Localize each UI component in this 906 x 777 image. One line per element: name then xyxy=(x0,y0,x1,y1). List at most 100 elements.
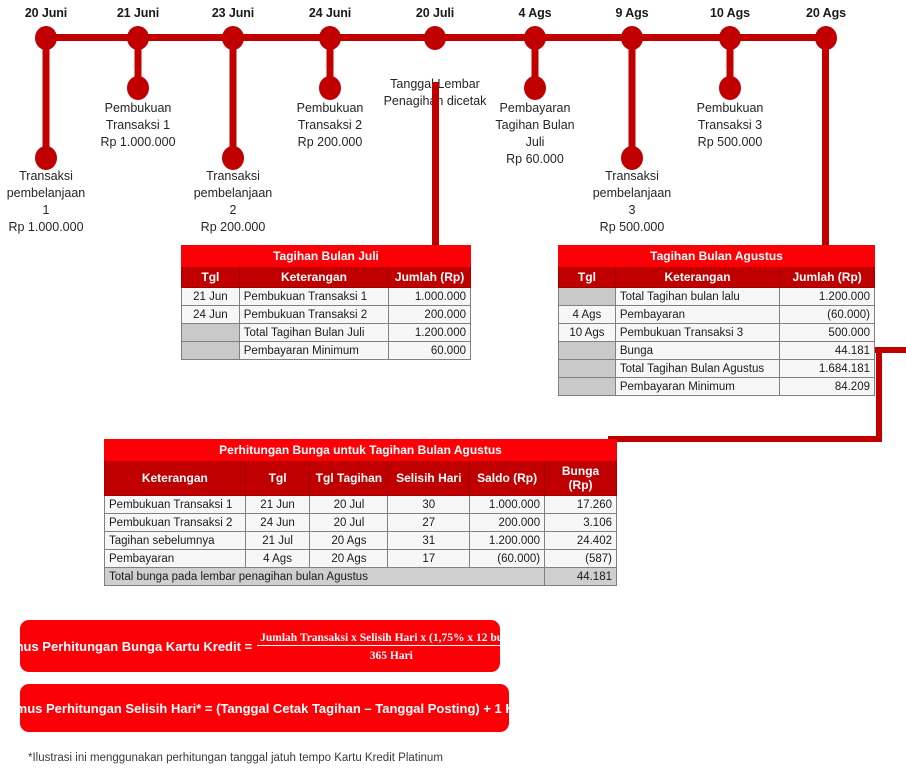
cell-tgl: 24 Jun xyxy=(244,513,311,532)
cell-selisih-hari: 17 xyxy=(387,549,471,568)
cell-saldo: 200.000 xyxy=(469,513,546,532)
timeline-stem xyxy=(134,40,142,90)
cell-keterangan: Total Tagihan bulan lalu xyxy=(614,287,781,306)
cell-keterangan: Pembukuan Transaksi 1 xyxy=(104,495,246,514)
col-header-keterangan: Keterangan xyxy=(104,460,246,496)
cell-selisih-hari: 30 xyxy=(387,495,471,514)
cell-keterangan: Total Tagihan Bulan Juli xyxy=(238,323,390,342)
cell-saldo: 1.200.000 xyxy=(469,531,546,550)
col-header-tgl-tagihan: Tgl Tagihan xyxy=(309,460,389,496)
timeline-dot xyxy=(524,26,546,50)
footnote: *Ilustrasi ini menggunakan perhitungan t… xyxy=(28,752,443,764)
cell-jumlah: 84.209 xyxy=(779,377,875,396)
timeline-stem xyxy=(229,40,237,160)
timeline-end-dot xyxy=(719,76,741,100)
col-header-bunga: Bunga (Rp) xyxy=(544,460,617,496)
table-tagihan-juli: Tagihan Bulan Juli Tgl Keterangan Jumlah… xyxy=(181,245,471,360)
cell-jumlah: 1.200.000 xyxy=(388,323,471,342)
timeline-end-dot xyxy=(621,146,643,170)
col-header-jumlah: Jumlah (Rp) xyxy=(388,266,471,288)
connector-bunga-vertical xyxy=(876,347,882,442)
formula-box-selisih-hari: Rumus Perhitungan Selisih Hari* = (Tangg… xyxy=(0,684,531,732)
table-total-row: Total bunga pada lembar penagihan bulan … xyxy=(103,567,617,586)
cell-tgl-tagihan: 20 Jul xyxy=(309,513,389,532)
timeline-date-label: 4 Ags xyxy=(518,6,552,20)
cell-jumlah: 60.000 xyxy=(388,341,471,360)
cell-tgl xyxy=(558,287,616,306)
formula-bunga-numerator: Jumlah Transaksi x Selisih Hari x (1,75%… xyxy=(257,632,526,646)
table-agustus-header-row: Tgl Keterangan Jumlah (Rp) xyxy=(558,266,875,288)
cell-total-label: Total bunga pada lembar penagihan bulan … xyxy=(103,567,546,586)
cell-selisih-hari: 31 xyxy=(387,531,471,550)
cell-keterangan: Pembayaran Minimum xyxy=(614,377,781,396)
formula-bunga-fraction: Jumlah Transaksi x Selisih Hari x (1,75%… xyxy=(257,628,526,664)
timeline-dot xyxy=(424,26,446,50)
cell-tgl: 21 Jun xyxy=(244,495,311,514)
cell-jumlah: 1.200.000 xyxy=(779,287,875,306)
timeline-dot xyxy=(35,26,57,50)
connector-agustus-table xyxy=(822,42,829,248)
table-tagihan-agustus: Tagihan Bulan Agustus Tgl Keterangan Jum… xyxy=(558,245,875,396)
cell-keterangan: Pembukuan Transaksi 2 xyxy=(104,513,246,532)
table-agustus-title: Tagihan Bulan Agustus xyxy=(558,245,875,267)
cell-jumlah: 44.181 xyxy=(779,341,875,360)
timeline-date-label: 23 Juni xyxy=(211,6,255,20)
cell-jumlah: 1.000.000 xyxy=(388,287,471,306)
table-perhitungan-bunga: Perhitungan Bunga untuk Tagihan Bulan Ag… xyxy=(103,439,617,586)
cell-saldo: 1.000.000 xyxy=(469,495,546,514)
col-header-tgl: Tgl xyxy=(244,460,311,496)
timeline-date-label: 10 Ags xyxy=(710,6,750,20)
timeline-date-label: 9 Ags xyxy=(615,6,649,20)
timeline-end-dot xyxy=(35,146,57,170)
timeline-stem xyxy=(726,40,734,90)
timeline-stem xyxy=(326,40,334,90)
cell-bunga: 17.260 xyxy=(544,495,617,514)
timeline-end-dot xyxy=(319,76,341,100)
cell-tgl: 4 Ags xyxy=(244,549,311,568)
cell-keterangan: Pembukuan Transaksi 2 xyxy=(238,305,390,324)
timeline-dot xyxy=(815,26,837,50)
formula-box-bunga: Rumus Perhitungan Bunga Kartu Kredit = J… xyxy=(0,620,526,672)
cell-tgl xyxy=(558,377,616,396)
timeline-date-label: 20 Ags xyxy=(806,6,846,20)
formula-bunga-denominator: 365 Hari xyxy=(369,650,413,662)
cell-tgl: 21 Jun xyxy=(181,287,240,306)
cell-keterangan: Pembayaran xyxy=(104,549,246,568)
cell-keterangan: Pembayaran xyxy=(614,305,781,324)
timeline-dot xyxy=(621,26,643,50)
cell-tgl: 21 Jul xyxy=(244,531,311,550)
cell-keterangan: Tagihan sebelumnya xyxy=(104,531,246,550)
timeline-dot xyxy=(719,26,741,50)
cell-bunga: (587) xyxy=(544,549,617,568)
cell-saldo: (60.000) xyxy=(469,549,546,568)
timeline-dot xyxy=(127,26,149,50)
table-juli-header-row: Tgl Keterangan Jumlah (Rp) xyxy=(181,266,471,288)
cell-selisih-hari: 27 xyxy=(387,513,471,532)
cell-tgl xyxy=(558,359,616,378)
timeline-end-dot xyxy=(222,146,244,170)
cell-tgl xyxy=(181,323,240,342)
timeline-stem xyxy=(42,40,50,160)
timeline-dot xyxy=(319,26,341,50)
cell-total-value: 44.181 xyxy=(544,567,617,586)
col-header-tgl: Tgl xyxy=(181,266,240,288)
cell-jumlah: 500.000 xyxy=(779,323,875,342)
formula-selisih-text: Rumus Perhitungan Selisih Hari* = (Tangg… xyxy=(0,700,531,716)
timeline-date-label: 20 Juli xyxy=(415,6,455,20)
cell-tgl: 10 Ags xyxy=(558,323,616,342)
cell-tgl-tagihan: 20 Ags xyxy=(309,531,389,550)
table-bunga-title: Perhitungan Bunga untuk Tagihan Bulan Ag… xyxy=(104,439,617,461)
table-bunga-header-row: Keterangan Tgl Tgl Tagihan Selisih Hari … xyxy=(104,460,617,496)
table-juli-title: Tagihan Bulan Juli xyxy=(181,245,471,267)
col-header-tgl: Tgl xyxy=(558,266,616,288)
